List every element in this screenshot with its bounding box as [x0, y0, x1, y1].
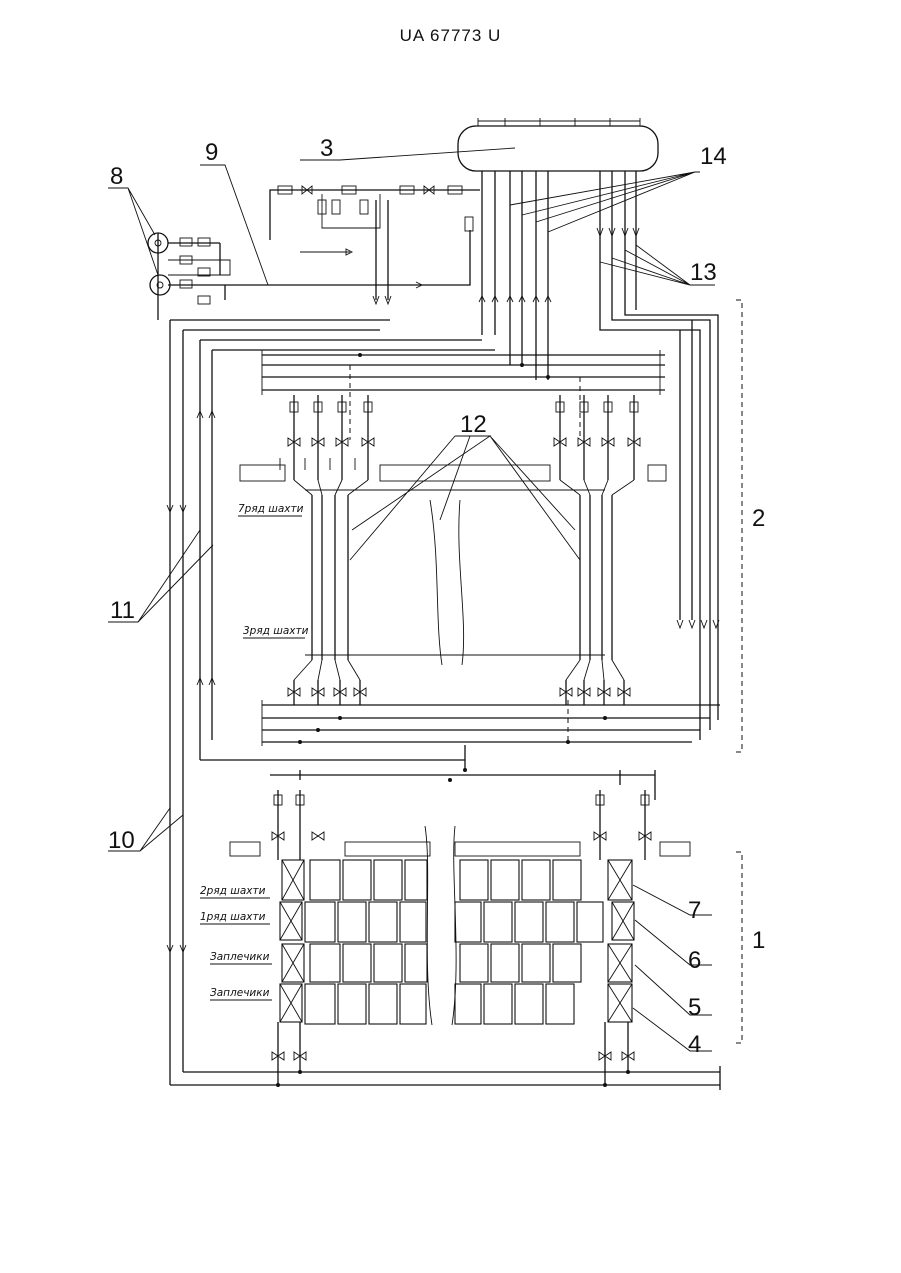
callout-1: 1 — [752, 927, 765, 954]
callout-9: 9 — [205, 139, 218, 166]
callout-13: 13 — [690, 259, 717, 286]
pumps — [148, 233, 230, 320]
callout-5: 5 — [688, 994, 701, 1021]
label-row3: 3ряд шахти — [243, 625, 309, 637]
label-row1: 1ряд шахти — [200, 911, 266, 923]
callout-12: 12 — [460, 411, 487, 438]
shaft-coolers-left — [280, 395, 374, 705]
callout-10: 10 — [108, 827, 135, 854]
label-row2: 2ряд шахти — [200, 885, 266, 897]
label-row7: 7ряд шахти — [238, 503, 304, 515]
zone-brackets — [736, 300, 742, 1043]
label-shoulder-a: Заплечики — [210, 951, 270, 963]
hearth-section — [200, 745, 690, 1087]
callout-14: 14 — [700, 143, 727, 170]
callout-4: 4 — [688, 1031, 701, 1058]
callout-2: 2 — [752, 505, 765, 532]
callout-6: 6 — [688, 947, 701, 974]
callout-3: 3 — [320, 135, 333, 162]
shaft-coolers-right — [554, 395, 640, 705]
callout-8: 8 — [110, 163, 123, 190]
label-shoulder-b: Заплечики — [210, 987, 270, 999]
separator-drum — [458, 118, 658, 171]
feed-line — [225, 186, 480, 304]
callout-11: 11 — [110, 597, 135, 624]
shaft-headers — [262, 350, 720, 746]
callout-7: 7 — [688, 897, 701, 924]
row-labels: 7ряд шахти 3ряд шахти 2ряд шахти 1ряд ша… — [200, 503, 309, 1000]
